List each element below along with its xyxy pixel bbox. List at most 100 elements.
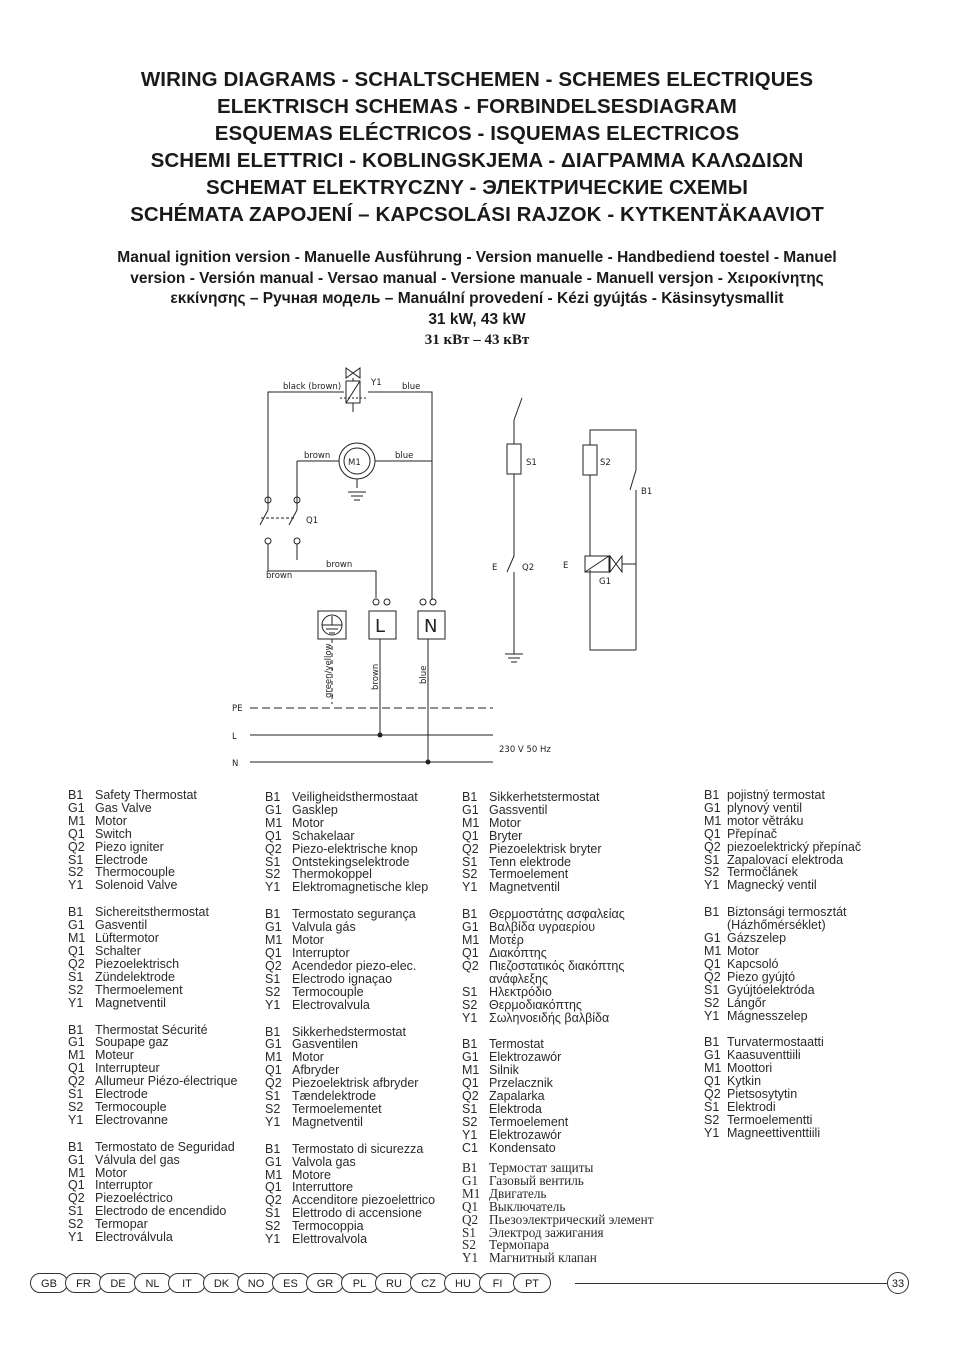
legend-code: Q1 — [462, 1076, 479, 1091]
legend-text: Kaasuventtiili — [727, 1048, 801, 1063]
legend-code: S2 — [462, 1237, 476, 1253]
legend-text: Magneettiventtiili — [727, 1125, 821, 1140]
legend-code: B1 — [265, 790, 281, 804]
legend-text: Interruttore — [292, 1180, 354, 1195]
legend-code: M1 — [704, 943, 722, 958]
legend-code: Q1 — [704, 1074, 721, 1089]
language-tab-gb[interactable]: GB — [30, 1273, 68, 1293]
language-tab-cz[interactable]: CZ — [409, 1273, 448, 1293]
legend-code: Q1 — [265, 1063, 282, 1078]
legend-text: Piezo gyújtó — [727, 969, 796, 984]
language-tab-de[interactable]: DE — [99, 1273, 137, 1293]
language-tab-no[interactable]: NO — [237, 1273, 275, 1293]
legend-text: Electrovanne — [95, 1112, 168, 1127]
language-tab-es[interactable]: ES — [271, 1273, 310, 1293]
legend-text: Switch — [95, 826, 132, 841]
legend-text: Tændelektrode — [292, 1089, 377, 1104]
legend-code: G1 — [68, 800, 85, 815]
title-block: WIRING DIAGRAMS - SCHALTSCHEMEN - SCHEME… — [0, 66, 954, 228]
legend-code: M1 — [68, 813, 86, 828]
language-tab-pt[interactable]: PT — [513, 1273, 551, 1293]
legend-text: Пьезоэлектрический элемент — [489, 1211, 654, 1227]
language-tab-gr[interactable]: GR — [306, 1273, 344, 1293]
legend-text: Valvola gas — [292, 1154, 356, 1169]
title-line: SCHEMAT ELEKTRYCZNY - ЭЛЕКТРИЧЕСКИЕ СХЕМ… — [205, 176, 749, 199]
language-tab-hu[interactable]: HU — [444, 1273, 482, 1293]
legend-text: Termostato de Seguridad — [95, 1139, 235, 1154]
language-tab-it[interactable]: IT — [168, 1273, 206, 1293]
legend-text: Magnetventil — [292, 1114, 363, 1129]
legend-code: M1 — [704, 813, 722, 828]
legend-text: Piezoelektrisk afbryder — [292, 1076, 419, 1091]
legend-code: Q2 — [462, 841, 479, 856]
language-tab-dk[interactable]: DK — [202, 1273, 241, 1293]
legend-code: Y1 — [265, 1114, 281, 1129]
legend-text: Biztonsági termosztát — [727, 905, 847, 920]
legend-code: Q2 — [704, 969, 721, 984]
legend-code: B1 — [265, 1024, 281, 1039]
language-tab-ru[interactable]: RU — [375, 1273, 413, 1293]
subtitle-block: Manual ignition version - Manuelle Ausfü… — [80, 248, 874, 351]
legend-text: Termoelementet — [292, 1101, 382, 1116]
legend-code: G1 — [68, 1035, 85, 1050]
s2-label: S2 — [600, 458, 611, 468]
legend-text: Motor — [489, 815, 521, 830]
legend-code: S1 — [68, 1204, 84, 1219]
legend-text: Elektrozawór — [489, 1050, 562, 1065]
legend-entry: M1 Silnik — [462, 1064, 625, 1077]
legend-code: S1 — [462, 984, 478, 999]
legend-code: M1 — [265, 1050, 283, 1065]
legend-code: Q1 — [462, 828, 479, 843]
legend-text: Afbryder — [292, 1063, 340, 1078]
legend-code: S1 — [462, 854, 478, 869]
language-tab-nl[interactable]: NL — [133, 1273, 172, 1293]
legend-text: Schakelaar — [292, 828, 355, 843]
title-line: ELEKTRISCH SCHEMAS - FORBINDELSESDIAGRAM — [217, 95, 737, 118]
legend-code: B1 — [462, 1037, 478, 1052]
legend-text: Electrodo de encendido — [95, 1204, 227, 1219]
terminal-n: N — [424, 616, 437, 637]
language-tab-pl[interactable]: PL — [340, 1273, 379, 1293]
legend-text: Termocouple — [95, 1099, 167, 1114]
legend-text: Lüftermotor — [95, 931, 159, 946]
language-tab-fr[interactable]: FR — [64, 1273, 103, 1293]
legend-code: M1 — [462, 933, 480, 948]
legend-code: Q1 — [68, 943, 85, 958]
legend-text: Sikkerhedstermostat — [292, 1024, 406, 1039]
legend-code: M1 — [462, 1185, 481, 1201]
language-tab-fi[interactable]: FI — [478, 1273, 517, 1293]
legend-text: Διακόπτης — [489, 945, 547, 960]
legend-code: Q2 — [68, 839, 85, 854]
legend-entry: ανάφλεξης — [462, 972, 625, 986]
legend-code: Y1 — [68, 995, 84, 1010]
legend-text: motor větráku — [727, 813, 804, 828]
wire-label: brown — [266, 571, 292, 581]
legend-text: Thermostat Sécurité — [95, 1022, 208, 1037]
subtitle-line: εκκίνησης – Ручная модель – Manuální pro… — [170, 290, 784, 307]
